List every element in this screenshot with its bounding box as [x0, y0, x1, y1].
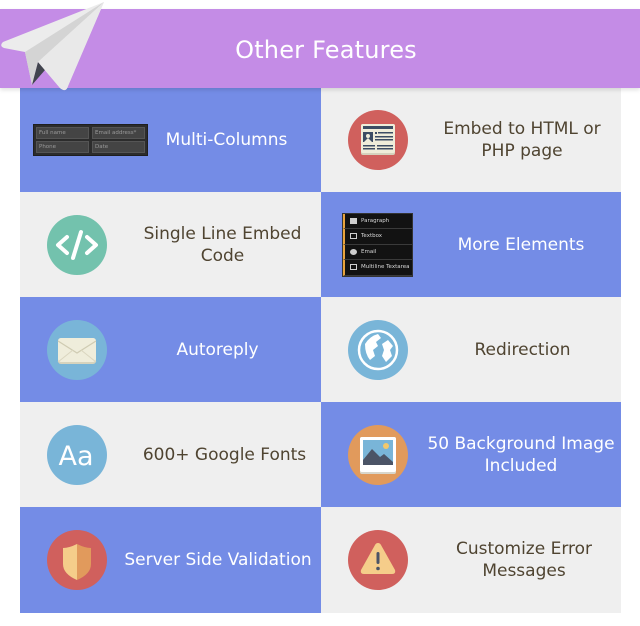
feature-label: 600+ Google Fonts — [142, 444, 307, 465]
form-field-phone: Phone — [36, 141, 89, 153]
features-grid: Full name Email address* Phone Date Mult… — [20, 88, 621, 613]
globe-icon — [348, 319, 408, 380]
page-title: Other Features — [235, 35, 417, 64]
envelope-icon — [47, 319, 107, 380]
feature-label-line1: Embed to HTML or — [443, 119, 601, 139]
code-icon — [47, 214, 107, 275]
feature-background-images: 50 Background Image Included — [321, 402, 621, 507]
form-field-date: Date — [92, 141, 145, 153]
feature-label-line1: Single Line Embed — [143, 223, 302, 244]
feature-redirection: Redirection — [321, 297, 621, 402]
feature-label-line2: PHP page — [481, 141, 563, 161]
feature-label-line1: Customize Error — [455, 539, 593, 559]
element-textbox: Textbox — [343, 229, 412, 245]
feature-label: Server Side Validation — [124, 550, 312, 570]
multi-column-form-preview: Full name Email address* Phone Date — [33, 124, 148, 156]
webpage-icon — [348, 110, 408, 170]
feature-google-fonts: Aa 600+ Google Fonts — [20, 402, 321, 507]
feature-custom-error-messages: Customize Error Messages — [321, 507, 621, 613]
feature-label: Redirection — [474, 339, 571, 360]
feature-label: Customize Error Messages — [439, 538, 609, 582]
feature-server-side-validation: Server Side Validation — [20, 507, 321, 613]
svg-text:Aa: Aa — [58, 441, 93, 472]
image-icon — [348, 424, 408, 485]
form-field-full-name: Full name — [36, 127, 89, 139]
textbox-icon — [350, 233, 357, 240]
feature-multi-columns: Full name Email address* Phone Date Mult… — [20, 88, 321, 192]
feature-label: Single Line Embed Code — [135, 223, 310, 267]
font-icon: Aa — [47, 424, 107, 485]
paragraph-icon — [350, 217, 357, 224]
feature-label-line2: Code — [200, 245, 245, 266]
shield-icon — [47, 530, 107, 590]
element-paragraph: Paragraph — [343, 213, 412, 229]
feature-label: 50 Background Image Included — [421, 433, 621, 477]
at-sign-icon — [350, 248, 357, 255]
feature-autoreply: Autoreply — [20, 297, 321, 402]
paper-plane-icon — [1, 2, 105, 91]
feature-label-line1: 50 Background Image — [427, 433, 615, 454]
feature-label: Multi-Columns — [165, 130, 288, 150]
feature-label: Embed to HTML or PHP page — [431, 118, 613, 162]
feature-single-line-embed: Single Line Embed Code — [20, 192, 321, 297]
element-textarea: Multiline Textarea — [343, 260, 412, 276]
feature-label: More Elements — [457, 234, 585, 255]
element-email: Email — [343, 244, 412, 260]
feature-more-elements: Paragraph Textbox Email Multiline Textar… — [321, 192, 621, 297]
feature-label-line2: Messages — [482, 561, 566, 581]
feature-label: Autoreply — [176, 339, 259, 360]
feature-label-line2: Included — [484, 455, 558, 476]
textarea-icon — [350, 264, 357, 271]
warning-icon — [348, 530, 408, 590]
form-field-email: Email address* — [92, 127, 145, 139]
feature-embed-html-php: Embed to HTML or PHP page — [321, 88, 621, 192]
elements-list-preview: Paragraph Textbox Email Multiline Textar… — [342, 212, 413, 277]
header-banner: Other Features — [0, 9, 640, 88]
